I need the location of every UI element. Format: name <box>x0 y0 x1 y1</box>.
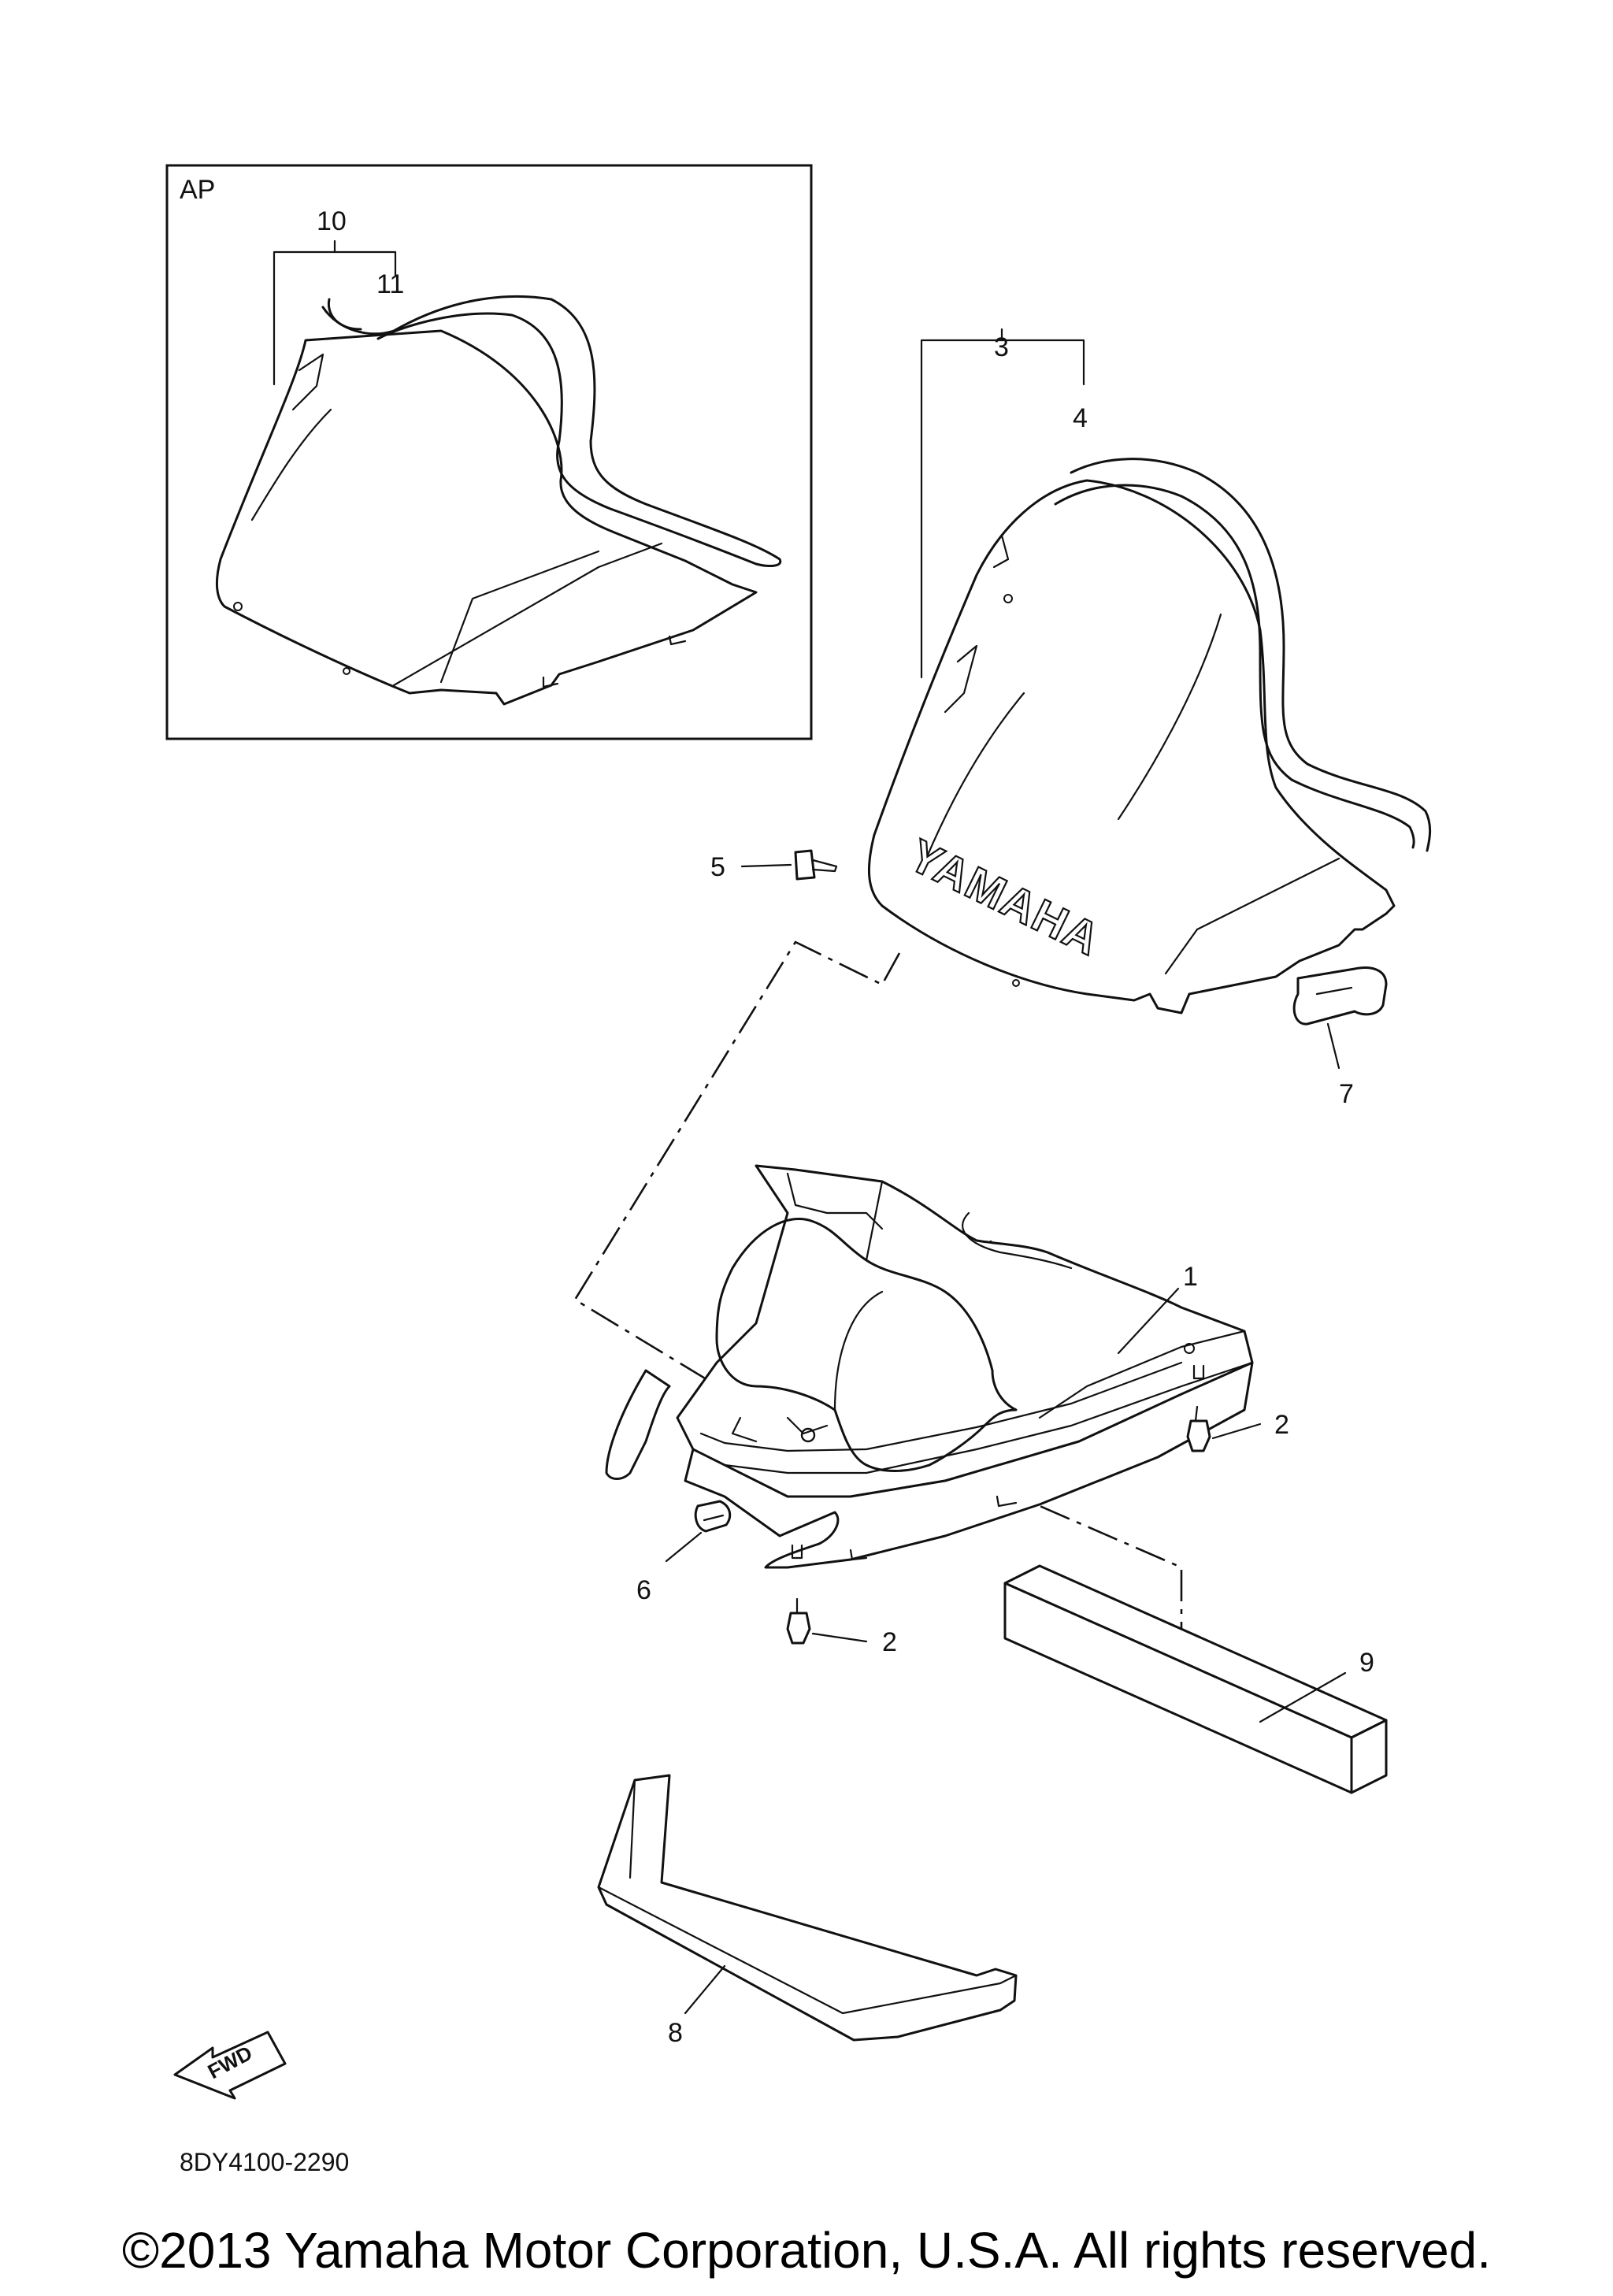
bolt-2-lower: 2 <box>786 1544 897 1657</box>
callout-8: 8 <box>668 2018 683 2048</box>
callout-1: 1 <box>1183 1262 1198 1292</box>
clip-7: 7 <box>1292 966 1388 1109</box>
callout-ap: AP <box>180 175 215 205</box>
grommet-6: 6 <box>636 1500 732 1605</box>
hood-panel-1: 1 <box>605 1164 1254 1569</box>
callout-5: 5 <box>710 852 725 882</box>
callout-4: 4 <box>1073 403 1088 433</box>
callout-2-lower: 2 <box>882 1627 897 1657</box>
screw-5: 5 <box>710 849 838 882</box>
callout-6: 6 <box>636 1575 651 1605</box>
callout-7: 7 <box>1339 1079 1354 1109</box>
callout-11: 11 <box>376 269 404 299</box>
callout-10: 10 <box>317 206 347 236</box>
copyright-notice: ©2013 Yamaha Motor Corporation, U.S.A. A… <box>121 2222 1492 2279</box>
windshield-main: 3 4 YAMAHA <box>867 328 1432 1014</box>
guide-line-left <box>573 940 901 1482</box>
callout-9: 9 <box>1359 1648 1374 1678</box>
bolt-2-upper: 2 <box>1186 1364 1289 1452</box>
fwd-arrow-icon: FWD <box>173 2031 287 2100</box>
ap-inset: AP 10 11 <box>165 164 813 740</box>
diagram-code: 8DY4100-2290 <box>180 2148 349 2176</box>
windshield-ap <box>216 295 782 706</box>
callout-2-upper: 2 <box>1274 1410 1289 1440</box>
foam-block-9: 9 <box>1003 1564 1388 1794</box>
foam-strip-8: 8 <box>597 1774 1018 2048</box>
